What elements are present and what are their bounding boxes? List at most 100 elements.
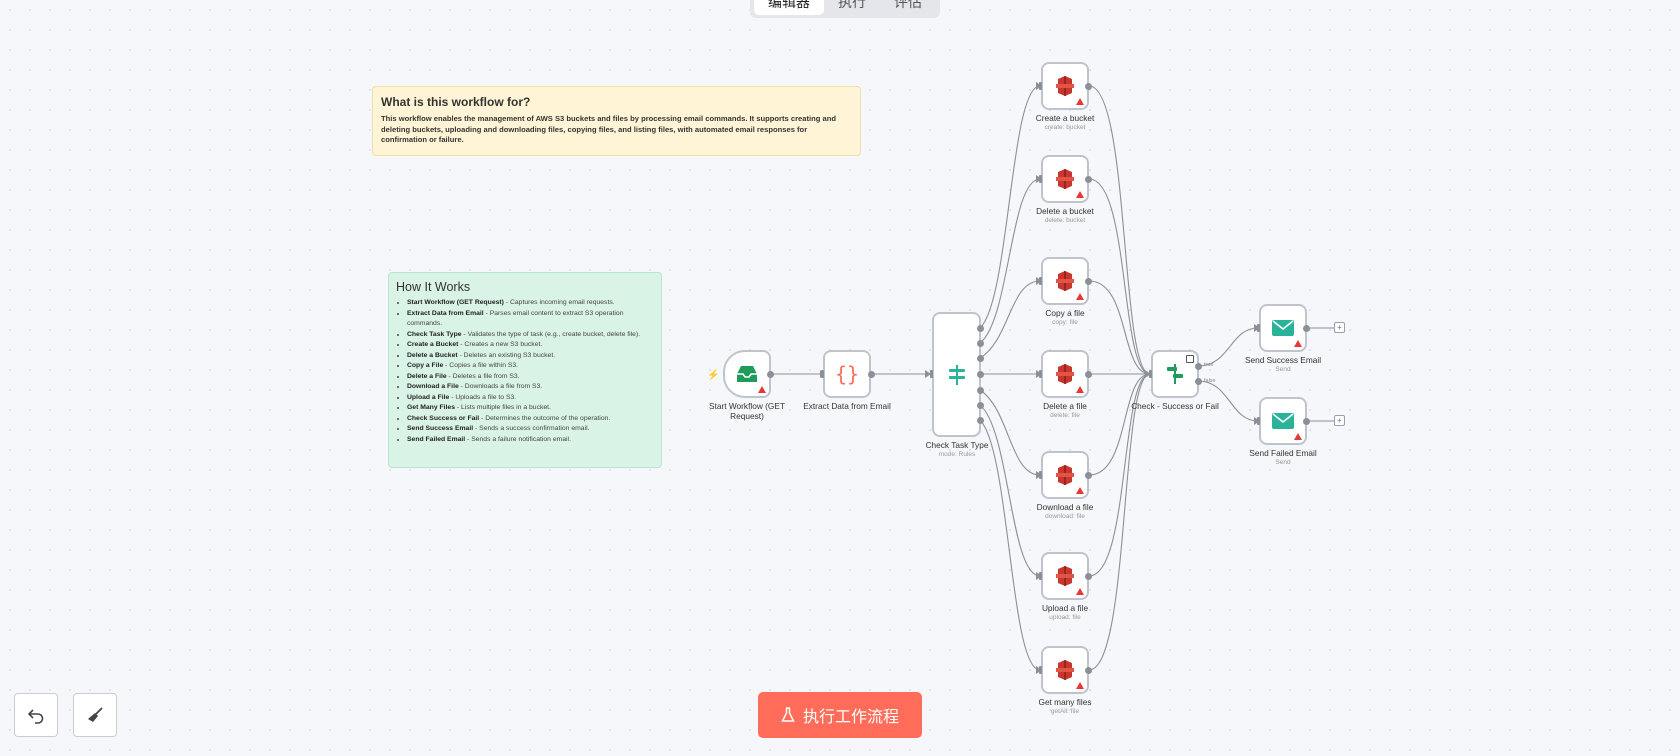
aws-s3-icon [1056, 271, 1074, 291]
node-send-failed-email[interactable] [1259, 397, 1307, 445]
false-branch-label: false [1204, 378, 1216, 384]
output-handle[interactable] [1085, 371, 1092, 378]
undo-button[interactable] [14, 693, 58, 737]
node-get-many[interactable] [1041, 646, 1089, 694]
node-delete-file[interactable] [1041, 350, 1089, 398]
how-step-desc: - Uploads a file to S3. [449, 393, 517, 401]
output-handle[interactable] [1085, 278, 1092, 285]
inbox-icon [737, 366, 757, 382]
how-step-item: Get Many Files - Lists multiple files in… [407, 403, 654, 414]
tab-evaluations[interactable]: 评估 [894, 0, 922, 10]
how-step-desc: - Captures incoming email requests. [503, 299, 615, 306]
how-step-title: Check Task Type [407, 330, 462, 338]
sticky-note-how-it-works[interactable]: How It Works Start Workflow (GET Request… [388, 272, 662, 468]
how-step-desc: - Deletes an existing S3 bucket. [457, 351, 556, 359]
code-braces-icon: {} [834, 362, 860, 386]
how-step-item: Download a File - Downloads a file from … [407, 382, 654, 393]
output-handle[interactable] [1085, 472, 1092, 479]
input-handle[interactable] [1039, 471, 1042, 479]
node-check-task-type[interactable] [932, 312, 981, 437]
broom-icon [88, 707, 103, 722]
input-handle[interactable] [1039, 175, 1042, 183]
how-step-desc: - Determines the outcome of the operatio… [479, 414, 611, 422]
node-create-bucket[interactable] [1041, 62, 1089, 110]
s3-node-label: Get many files [1038, 697, 1092, 707]
node-copy-file[interactable] [1041, 257, 1089, 305]
output-handle-4[interactable] [977, 371, 984, 378]
expand-icon[interactable] [1186, 355, 1194, 363]
output-handle-3[interactable] [977, 355, 984, 362]
node-download-file[interactable] [1041, 451, 1089, 499]
output-handle-2[interactable] [977, 340, 984, 347]
edge-upload-success [1088, 373, 1151, 577]
how-step-desc: - Copies a file within S3. [443, 362, 519, 369]
input-handle[interactable] [1039, 666, 1042, 674]
input-handle[interactable] [930, 370, 933, 378]
send-success-sub: Send [1275, 366, 1291, 373]
node-extract-data[interactable]: {} [823, 350, 871, 398]
output-handle-6[interactable] [977, 402, 984, 409]
output-handle[interactable] [1085, 667, 1092, 674]
input-handle[interactable] [1039, 82, 1042, 90]
output-handle-5[interactable] [977, 387, 984, 394]
output-handle-true[interactable] [1195, 363, 1202, 370]
add-node-plus-icon[interactable]: + [1334, 322, 1345, 333]
how-step-desc: - Creates a new S3 bucket. [458, 341, 543, 348]
switch-icon [948, 364, 965, 385]
output-handle[interactable] [1085, 176, 1092, 183]
node-delete-bucket[interactable] [1041, 155, 1089, 203]
input-handle[interactable] [821, 370, 824, 378]
sticky-note-about[interactable]: What is this workflow for? This workflow… [372, 86, 861, 156]
output-handle-1[interactable] [977, 325, 984, 332]
tab-editor[interactable]: 编辑器 [754, 0, 824, 15]
add-node-plus-icon[interactable]: + [1334, 415, 1345, 426]
how-step-desc: - Deletes a file from S3. [446, 372, 520, 380]
about-note-title: What is this workflow for? [381, 95, 531, 109]
flask-icon [781, 707, 795, 722]
how-step-item: Start Workflow (GET Request) - Captures … [407, 298, 654, 309]
s3-node-sub: upload: file [1049, 614, 1081, 621]
how-step-title: Copy a File [407, 362, 444, 369]
output-handle-false[interactable] [1195, 378, 1202, 385]
aws-s3-icon [1056, 364, 1074, 384]
node-send-success-email[interactable] [1259, 304, 1307, 352]
aws-s3-icon [1056, 660, 1074, 680]
tab-executions[interactable]: 执行 [838, 0, 866, 10]
edge-check-create [979, 85, 1041, 329]
s3-node-sub: create: bucket [1044, 124, 1086, 131]
how-step-title: Extract Data from Email [407, 309, 484, 317]
warning-icon [1076, 487, 1084, 494]
s3-node-sub: copy: file [1052, 319, 1078, 326]
aws-s3-icon [1056, 465, 1074, 485]
edge-deleteb-success [1088, 178, 1151, 375]
node-check-success-fail[interactable] [1151, 350, 1199, 398]
input-handle[interactable] [1039, 572, 1042, 580]
how-step-desc: - Sends a success confirmation email. [473, 425, 590, 432]
node-start-workflow[interactable] [723, 350, 771, 398]
node-upload-file[interactable] [1041, 552, 1089, 600]
output-handle[interactable] [1303, 418, 1310, 425]
output-handle[interactable] [1085, 573, 1092, 580]
output-handle[interactable] [868, 371, 875, 378]
how-step-item: Delete a File - Deletes a file from S3. [407, 372, 654, 383]
how-step-title: Download a File [407, 383, 459, 390]
output-handle[interactable] [1085, 83, 1092, 90]
send-failed-label: Send Failed Email [1249, 448, 1317, 458]
input-handle[interactable] [1039, 370, 1042, 378]
run-workflow-button[interactable]: 执行工作流程 [758, 692, 922, 738]
input-handle[interactable] [1257, 417, 1260, 425]
input-handle[interactable] [1149, 370, 1152, 378]
output-handle[interactable] [767, 371, 774, 378]
how-note-title: How It Works [396, 280, 471, 294]
clear-execution-button[interactable] [73, 693, 117, 737]
check-task-sub: mode: Rules [938, 451, 976, 458]
s3-node-label: Delete a file [1043, 401, 1087, 411]
trigger-bolt-icon: ⚡ [707, 370, 720, 381]
output-handle[interactable] [1303, 325, 1310, 332]
input-handle[interactable] [1257, 324, 1260, 332]
output-handle-7[interactable] [977, 417, 984, 424]
edge-check-copy [979, 280, 1041, 359]
undo-icon [27, 709, 44, 724]
input-handle[interactable] [1039, 277, 1042, 285]
